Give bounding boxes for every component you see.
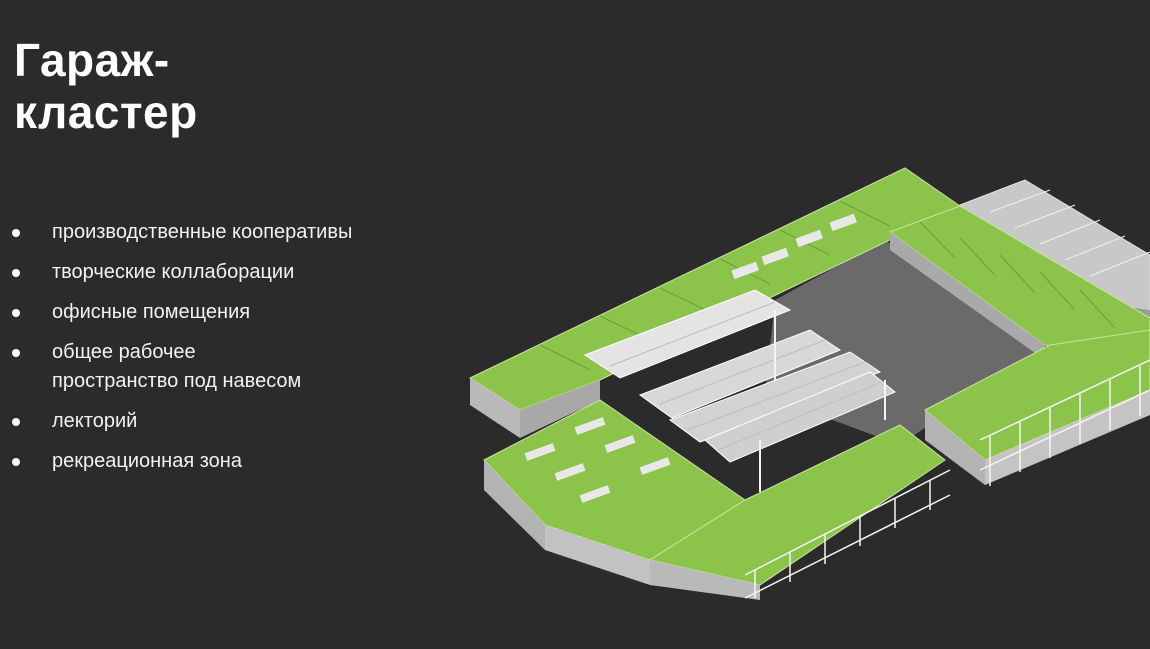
south-wing	[648, 424, 951, 600]
feature-item: общее рабочее пространство под навесом	[12, 338, 452, 396]
slide-title: Гараж- кластер	[14, 34, 198, 138]
feature-item: офисные помещения	[12, 298, 452, 327]
south-west-wing	[483, 399, 746, 585]
feature-item: производственные кооперативы	[12, 218, 452, 247]
garage-cluster-illustration-icon	[468, 167, 1150, 600]
feature-text: общее рабочее пространство под навесом	[52, 341, 302, 392]
feature-list: производственные кооперативы творческие …	[12, 218, 452, 476]
courtyard-canopies	[583, 289, 896, 492]
feature-text: лекторий	[52, 410, 138, 432]
title-line-2: кластер	[14, 86, 198, 138]
feature-text: производственные кооперативы	[52, 221, 353, 243]
bullet-icon	[12, 349, 20, 357]
bullet-icon	[12, 229, 20, 237]
feature-item: творческие коллаборации	[12, 258, 452, 287]
south-east-wing	[924, 329, 1150, 486]
east-wing	[888, 205, 1150, 371]
feature-item: лекторий	[12, 407, 452, 436]
feature-item: рекреационная зона	[12, 447, 452, 476]
feature-text: рекреационная зона	[52, 450, 242, 472]
bullet-icon	[12, 309, 20, 317]
bullet-icon	[12, 269, 20, 277]
feature-text: творческие коллаборации	[52, 261, 295, 283]
north-wing	[468, 167, 961, 438]
bullet-icon	[12, 458, 20, 466]
title-line-1: Гараж-	[14, 34, 170, 86]
bullet-icon	[12, 418, 20, 426]
feature-text: офисные помещения	[52, 301, 251, 323]
